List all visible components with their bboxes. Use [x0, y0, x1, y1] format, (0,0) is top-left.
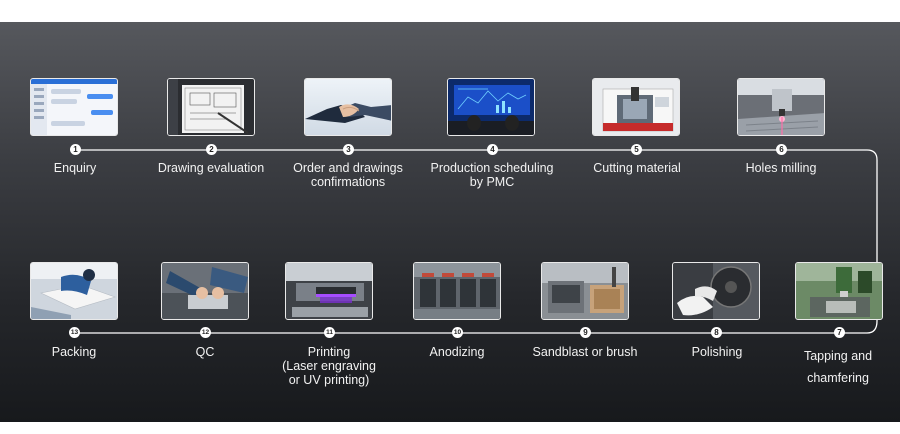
cutting-machine-icon [592, 78, 680, 136]
step-number-badge: 13 [69, 327, 80, 338]
inspection-icon [161, 262, 249, 320]
process-flow-line [74, 149, 878, 334]
step-number-badge: 8 [711, 327, 722, 338]
step-number-badge: 9 [580, 327, 591, 338]
step-number-badge: 11 [324, 327, 335, 338]
chat-window-icon [30, 78, 118, 136]
packing-icon [30, 262, 118, 320]
step-label: Cutting material [593, 161, 681, 175]
step-label: Packing [51, 345, 97, 359]
step-number-badge: 6 [776, 144, 787, 155]
step-label: Sandblast or brush [532, 345, 638, 359]
step-number-badge: 2 [206, 144, 217, 155]
tapping-machine-icon [795, 262, 883, 320]
milling-machine-icon [737, 78, 825, 136]
anodizing-tank-icon [413, 262, 501, 320]
uv-printer-icon [285, 262, 373, 320]
step-number-badge: 5 [631, 144, 642, 155]
step-label: Enquiry [53, 161, 97, 175]
control-room-icon [447, 78, 535, 136]
cad-drawing-icon [167, 78, 255, 136]
sandblast-icon [541, 262, 629, 320]
step-number-badge: 4 [487, 144, 498, 155]
step-label: Drawing evaluation [157, 161, 265, 175]
step-number-badge: 10 [452, 327, 463, 338]
step-number-badge: 12 [200, 327, 211, 338]
step-number-badge: 3 [343, 144, 354, 155]
step-label: Anodizing [429, 345, 485, 359]
step-number-badge: 1 [70, 144, 81, 155]
polishing-icon [672, 262, 760, 320]
step-label: Holes milling [745, 161, 817, 175]
step-label: QC [195, 345, 215, 359]
handshake-icon [304, 78, 392, 136]
step-label: Polishing [691, 345, 743, 359]
step-number-badge: 7 [834, 327, 845, 338]
